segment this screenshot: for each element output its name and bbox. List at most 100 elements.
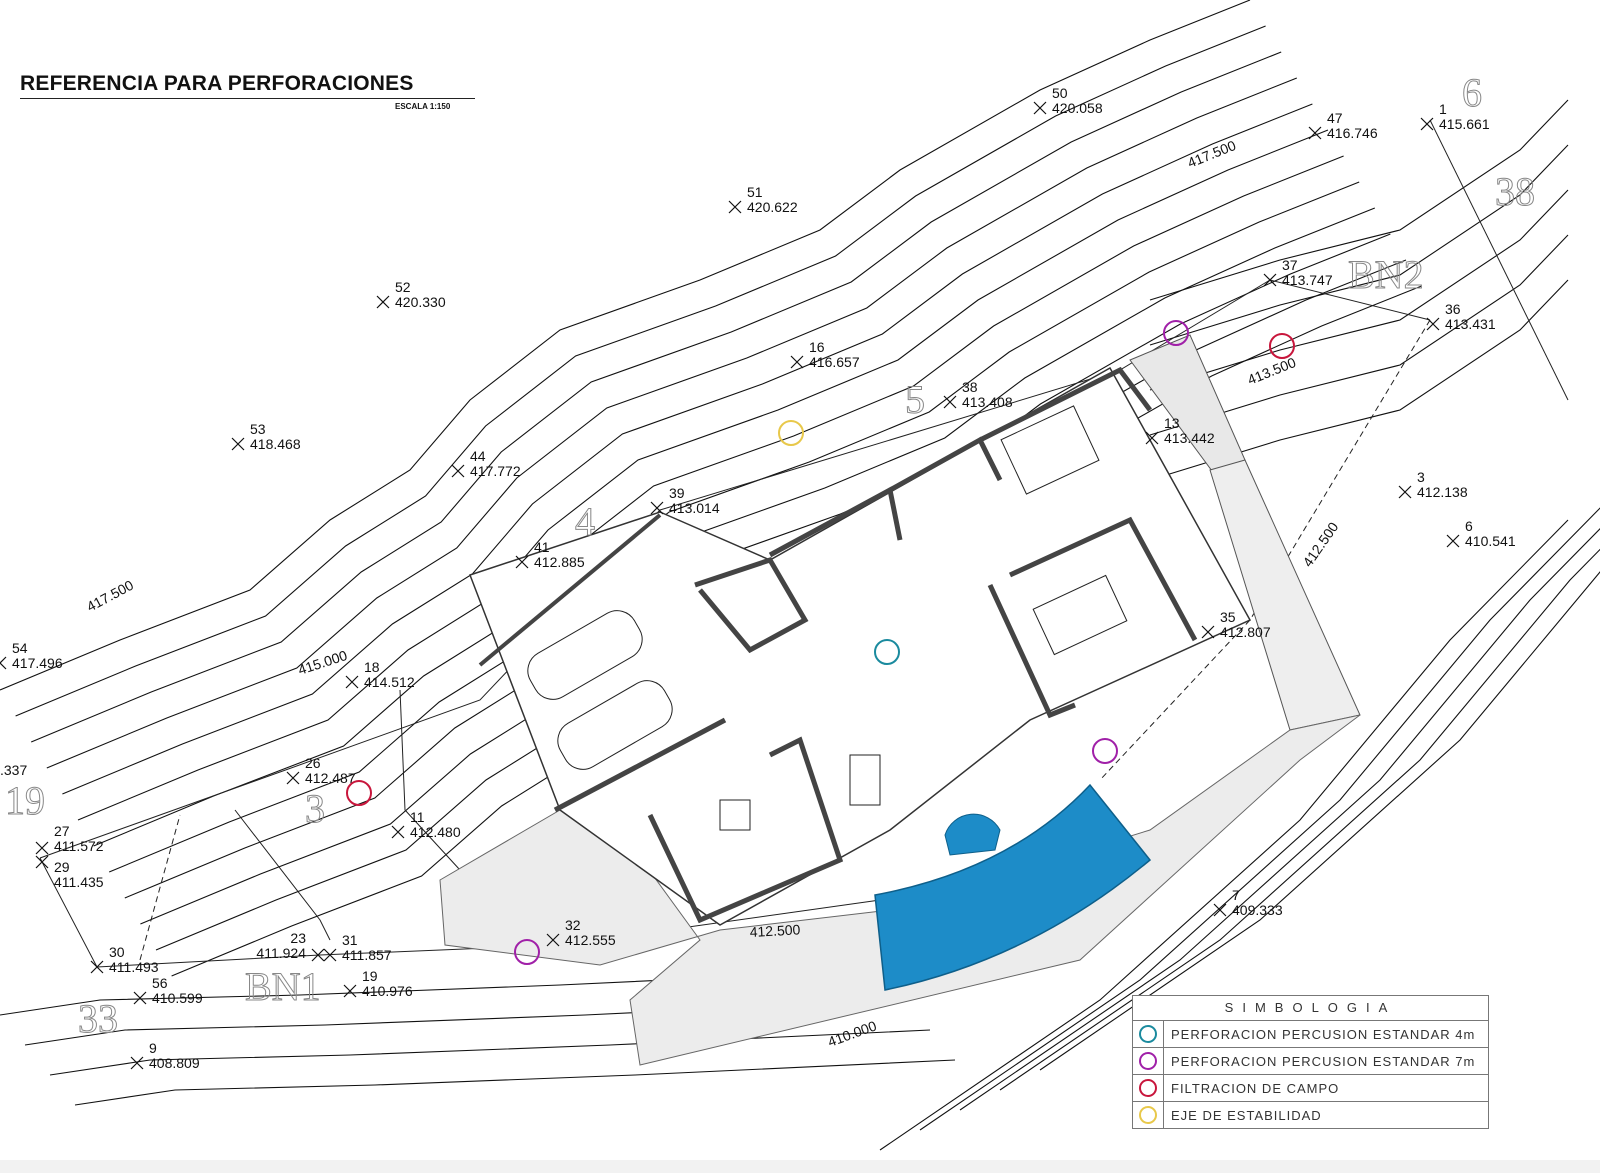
cross-marker-icon	[130, 1056, 144, 1070]
contour-line	[999, 548, 1600, 1091]
contour-line	[1149, 144, 1569, 346]
wall	[694, 556, 809, 654]
cross-marker-icon	[311, 948, 325, 962]
contour-line	[0, 0, 1251, 691]
wall	[1008, 516, 1198, 642]
point-number: 27	[54, 823, 70, 839]
cross-marker-icon	[790, 355, 804, 369]
point-number: 51	[747, 184, 763, 200]
point-number: 50	[1052, 85, 1068, 101]
contour-line	[1149, 99, 1569, 301]
contour-line	[30, 51, 1282, 743]
borehole-filtracion-icon	[346, 780, 372, 806]
borehole-7m-icon	[1092, 738, 1118, 764]
point-elevation: 412.480	[410, 824, 461, 840]
cross-marker-icon	[1308, 126, 1322, 140]
point-elevation: 416.746	[1327, 125, 1378, 141]
point-elevation: 411.493	[109, 959, 159, 975]
lot-label: BN1	[245, 964, 321, 1009]
point-number: 13	[1164, 415, 1180, 431]
kitchen-island	[719, 799, 751, 831]
point-number: 35	[1220, 609, 1236, 625]
point-elevation: 412.807	[1220, 624, 1271, 640]
circle-teal-icon	[1139, 1025, 1157, 1043]
legend-title: SIMBOLOGIA	[1133, 996, 1488, 1021]
contour-line	[77, 129, 1329, 821]
point-number: 11	[410, 809, 425, 825]
point-elevation: 420.058	[1052, 100, 1103, 116]
contour-elevation-label: 417.500	[84, 577, 136, 615]
contour-elevation-label: 417.500	[1185, 137, 1238, 171]
cross-marker-icon	[133, 991, 147, 1005]
cross-marker-icon	[1033, 101, 1047, 115]
lot-label: 38	[1495, 169, 1535, 214]
point-number: 52	[395, 279, 411, 295]
terrain-line	[234, 809, 331, 941]
cross-marker-icon	[35, 841, 49, 855]
contour-line	[1039, 571, 1600, 1071]
legend-label: PERFORACION PERCUSION ESTANDAR 7m	[1171, 1053, 1476, 1069]
point-elevation: 413.431	[1445, 316, 1496, 332]
legend-label: EJE DE ESTABILIDAD	[1171, 1107, 1322, 1123]
point-elevation: 411.435	[54, 874, 104, 890]
point-elevation: 411.572	[54, 838, 104, 854]
dashed-line	[139, 814, 181, 961]
point-elevation: 412.138	[1417, 484, 1468, 500]
point-number: 26	[305, 755, 321, 771]
cross-marker-icon	[943, 395, 957, 409]
borehole-4m-icon	[874, 639, 900, 665]
borehole-estabilidad-icon	[778, 420, 804, 446]
point-number: 19	[362, 968, 378, 984]
point-elevation: 414.512	[364, 674, 415, 690]
lot-label: 33	[78, 996, 118, 1041]
point-number: 9	[149, 1040, 157, 1056]
circle-purple-icon	[1139, 1052, 1157, 1070]
contour-line	[93, 155, 1344, 847]
title-underline	[20, 98, 475, 99]
point-elevation: 409.333	[1232, 902, 1283, 918]
point-number: 31	[342, 932, 358, 948]
cross-marker-icon	[231, 437, 245, 451]
contour-line	[62, 103, 1313, 795]
cross-marker-icon	[343, 984, 357, 998]
legend-row: PERFORACION PERCUSION ESTANDAR 7m	[1133, 1048, 1488, 1075]
legend-label: PERFORACION PERCUSION ESTANDAR 4m	[1171, 1026, 1476, 1042]
pool	[874, 783, 1152, 991]
point-number: 23	[290, 930, 306, 946]
wall	[647, 736, 844, 924]
cross-marker-icon	[1426, 317, 1440, 331]
point-elevation: 410.599	[152, 990, 203, 1006]
contour-line	[1149, 189, 1569, 391]
legend-row: EJE DE ESTABILIDAD	[1133, 1102, 1488, 1128]
cross-marker-icon	[1420, 117, 1434, 131]
point-elevation: 411.857	[342, 947, 392, 963]
point-number: 47	[1327, 110, 1343, 126]
lot-label: 4	[575, 499, 595, 544]
cross-marker-icon	[90, 960, 104, 974]
circle-yellow-icon	[1139, 1106, 1157, 1124]
point-elevation: 412.555	[565, 932, 616, 948]
house-floor-plan	[469, 366, 1252, 926]
point-number: 36	[1445, 301, 1461, 317]
contour-line	[108, 181, 1360, 873]
wall	[478, 513, 662, 667]
wall	[987, 583, 1076, 719]
terrace-hatch	[439, 334, 1361, 1066]
cross-marker-icon	[515, 555, 529, 569]
cross-marker-icon	[391, 825, 405, 839]
